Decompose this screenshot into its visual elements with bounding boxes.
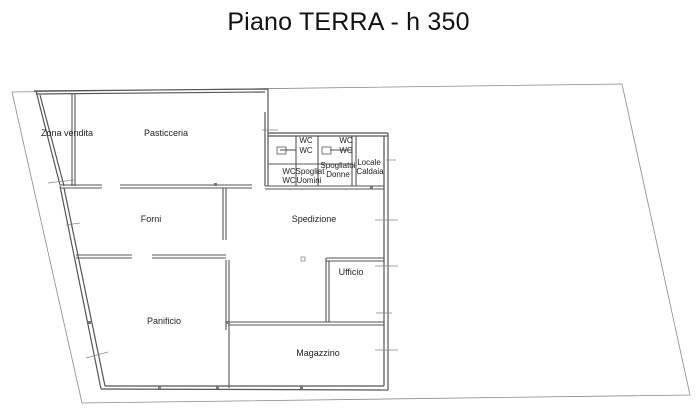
room-label-donne: Donne bbox=[326, 170, 350, 179]
room-label-caldaia: Caldaia bbox=[356, 167, 384, 176]
wall-ticks bbox=[47, 129, 398, 389]
wc-label: WC bbox=[282, 167, 296, 176]
room-label-spogliatoi-uomini: Spogliat bbox=[296, 167, 326, 176]
site-boundary bbox=[11, 83, 691, 404]
room-label-zona-vendita: Zona vendita bbox=[41, 128, 93, 138]
room-label-spedizione: Spedizione bbox=[292, 214, 337, 224]
room-label-magazzino: Magazzino bbox=[296, 348, 340, 358]
plan-title: Piano TERRA - h 350 bbox=[227, 8, 470, 36]
room-label-spogliatoi-donne: Spogliatoi bbox=[320, 161, 355, 170]
room-label-pasticceria: Pasticceria bbox=[144, 128, 188, 138]
wc-label: WC bbox=[339, 146, 353, 155]
wc-label: WC bbox=[339, 136, 353, 145]
room-label-uomini: Uomini bbox=[297, 176, 322, 185]
wc-label: WC bbox=[282, 176, 296, 185]
interior-walls bbox=[60, 94, 384, 388]
room-label-locale: Locale bbox=[357, 158, 381, 167]
room-label-ufficio: Ufficio bbox=[339, 267, 364, 277]
room-label-forni: Forni bbox=[141, 214, 162, 224]
room-label-panificio: Panificio bbox=[147, 316, 181, 326]
building-walls bbox=[33, 88, 389, 391]
wc-label: WC bbox=[299, 146, 313, 155]
wc-label: WC bbox=[299, 136, 313, 145]
